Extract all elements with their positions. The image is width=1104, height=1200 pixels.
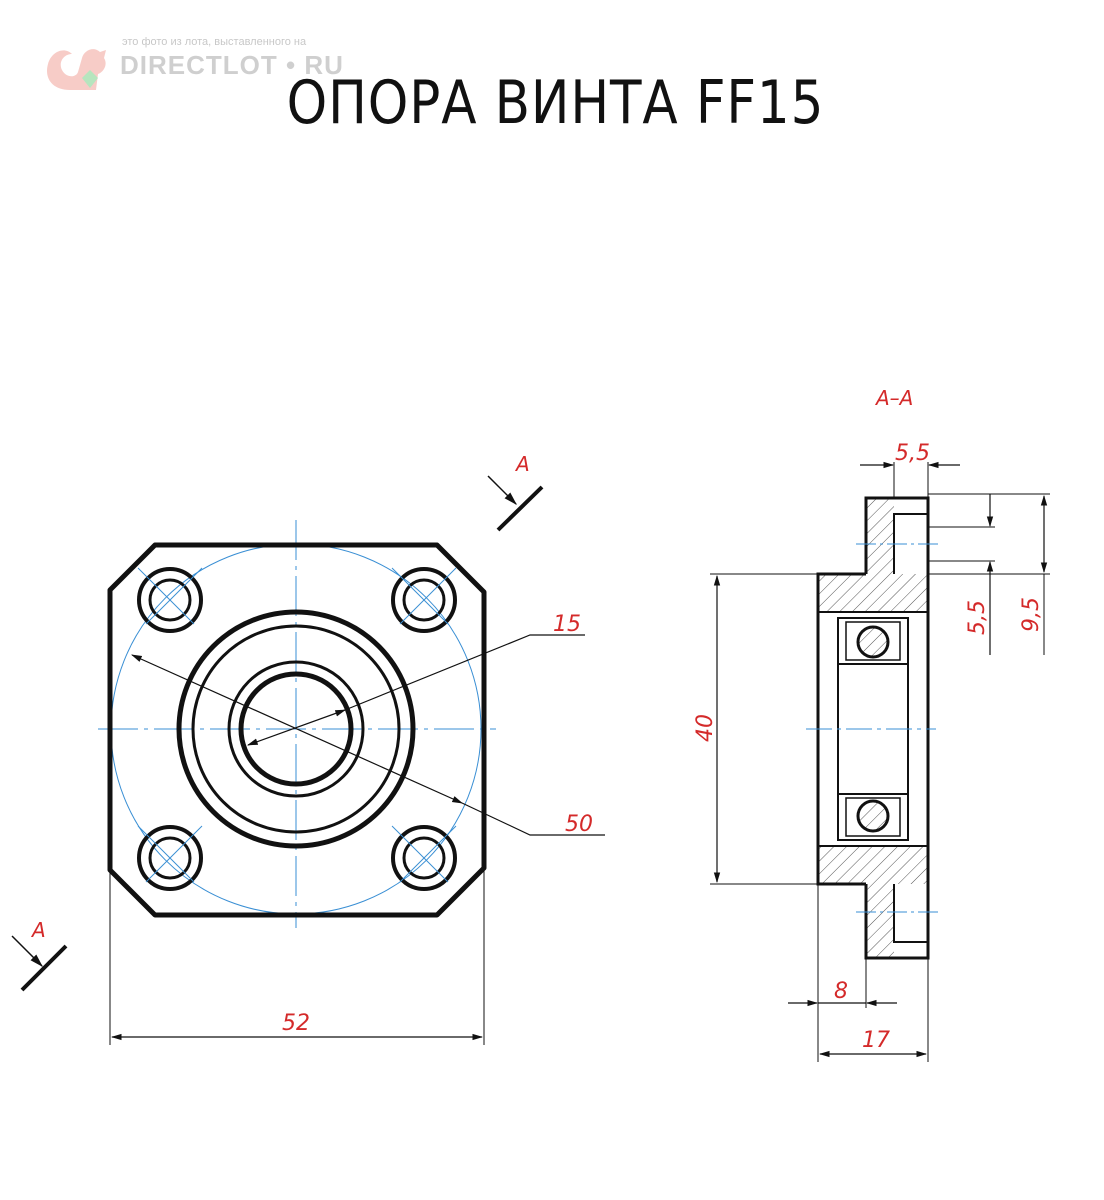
section-mark-label: A bbox=[514, 452, 530, 476]
mounting-hole bbox=[391, 567, 457, 633]
section-cut-mark bbox=[496, 485, 544, 532]
lower-flange-outline bbox=[864, 884, 930, 960]
front-view: 15 50 52 A A bbox=[11, 452, 605, 1045]
flange-outline bbox=[107, 542, 487, 918]
mounting-hole bbox=[391, 825, 457, 891]
counterbore-outline bbox=[893, 884, 928, 943]
section-title: A–A bbox=[874, 386, 913, 410]
flange-thickness-label: 8 bbox=[834, 979, 848, 1004]
section-view: A–A 5,5 bbox=[693, 386, 1050, 1062]
hole-circle-leader bbox=[131, 654, 463, 804]
section-arrow bbox=[11, 935, 43, 967]
bore-diameter-label: 15 bbox=[553, 612, 581, 637]
watermark-caption: это фото из лота, выставленного на bbox=[122, 36, 307, 48]
flange-width-label: 52 bbox=[282, 1011, 310, 1036]
section-cut-mark bbox=[20, 944, 68, 992]
hole-diameter-label: 5,5 bbox=[965, 600, 990, 635]
section-mark-label: A bbox=[30, 918, 46, 942]
section-arrow bbox=[487, 475, 517, 505]
counterbore-diameter-label: 9,5 bbox=[1019, 597, 1044, 632]
total-length-label: 17 bbox=[862, 1028, 890, 1053]
mounting-hole bbox=[137, 567, 203, 633]
bearing-ball bbox=[856, 625, 890, 659]
squirrel-logo-icon bbox=[46, 49, 106, 90]
counterbore-depth-label: 5,5 bbox=[895, 441, 930, 466]
watermark-brand: DIRECTLOT • RU bbox=[120, 50, 344, 80]
page-title: ОПОРА ВИНТА FF15 bbox=[286, 68, 825, 138]
watermark: это фото из лота, выставленного на DIREC… bbox=[42, 34, 352, 96]
hole-circle-label: 50 bbox=[565, 812, 593, 837]
hole-circle-leader bbox=[461, 802, 605, 836]
bearing-ball bbox=[856, 799, 890, 833]
body-diameter-label: 40 bbox=[693, 714, 718, 742]
mounting-hole bbox=[137, 825, 203, 891]
counterbore-outline bbox=[893, 513, 928, 574]
upper-flange-outline bbox=[864, 496, 930, 574]
